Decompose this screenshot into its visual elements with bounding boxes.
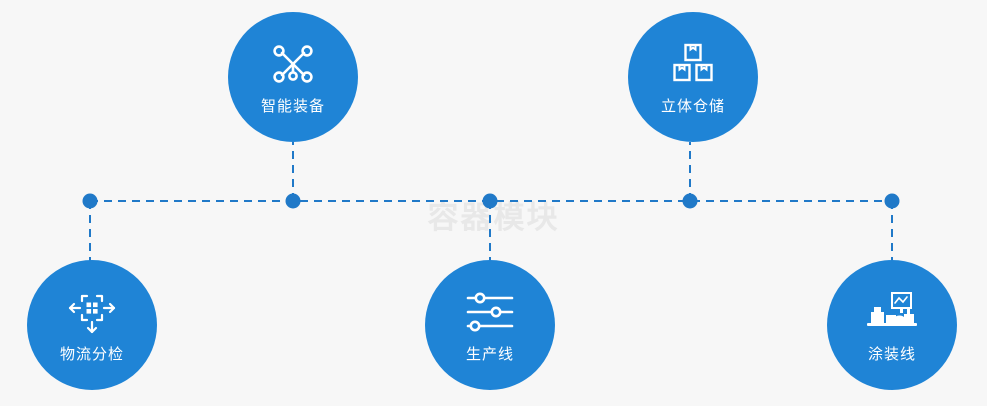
junction-node-3[interactable] xyxy=(482,193,498,209)
bubble-zhineng-zhuangbei[interactable]: 智能装备 xyxy=(228,12,358,142)
junction-node-4[interactable] xyxy=(682,193,698,209)
junction-node-2[interactable] xyxy=(285,193,301,209)
stacked-boxes-icon xyxy=(666,39,720,89)
bubble-wuliu-fenjian[interactable]: 物流分检 xyxy=(27,260,157,390)
bubble-shengchanxian[interactable]: 生产线 xyxy=(425,260,555,390)
junction-node-5[interactable] xyxy=(884,193,900,209)
bubble-label: 物流分检 xyxy=(59,345,124,363)
sorting-arrows-icon xyxy=(65,287,119,337)
sliders-icon xyxy=(463,287,517,337)
junction-node-1[interactable] xyxy=(82,193,98,209)
bubble-label: 生产线 xyxy=(465,345,514,363)
bubble-label: 智能装备 xyxy=(260,97,325,115)
bubble-liti-cangchu[interactable]: 立体仓储 xyxy=(628,12,758,142)
bubble-label: 立体仓储 xyxy=(660,97,725,115)
factory-machine-icon xyxy=(865,287,919,337)
bubble-label: 涂装线 xyxy=(867,345,916,363)
bubble-tuzhuangxian[interactable]: 涂装线 xyxy=(827,260,957,390)
network-nodes-icon xyxy=(266,39,320,89)
